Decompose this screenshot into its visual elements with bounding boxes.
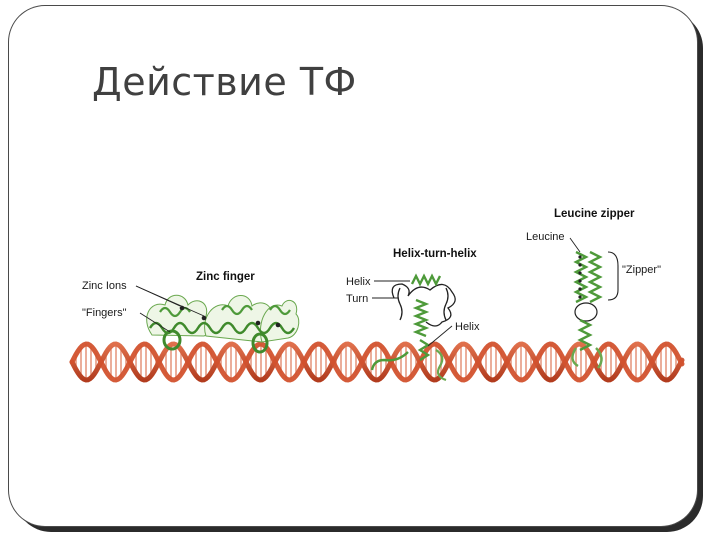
leucine-zipper-protein [571, 250, 619, 369]
hth-helix2-leader [427, 325, 453, 347]
zipper-label: "Zipper" [622, 264, 661, 276]
helix-turn-helix-protein [370, 273, 456, 382]
hth-title: Helix-turn-helix [393, 248, 477, 260]
hth-turn-label: Turn [346, 293, 368, 305]
dna-strand-a [69, 341, 685, 383]
zipper-dna-contact [571, 347, 603, 369]
hth-labels: Helix-turn-helix Helix Turn Helix [346, 248, 480, 347]
zinc-ions-leader [135, 285, 205, 317]
zinc-finger-domain-1 [146, 294, 213, 337]
dna-strand-b [69, 341, 685, 383]
zinc-ion [255, 320, 261, 326]
zinc-finger-protein [146, 294, 300, 354]
hth-helix-stem [412, 298, 430, 338]
fingers-leader [139, 312, 171, 333]
zinc-finger-title: Zinc finger [196, 271, 255, 283]
zipper-helix-right [587, 250, 603, 304]
hth-loops [397, 287, 449, 321]
hth-recognition-helix [370, 338, 431, 371]
zinc-ion [201, 315, 207, 321]
zipper-helix-left [573, 250, 589, 304]
slide-title: Действие ТФ [92, 60, 357, 104]
hth-helix-label: Helix [346, 276, 371, 288]
hth-helix2-label: Helix [455, 321, 480, 333]
zinc-ion [275, 322, 281, 328]
zipper-fork [574, 302, 598, 322]
zipper-stem [577, 318, 593, 352]
leucine-leader [569, 237, 581, 253]
hth-turn-loop [391, 283, 456, 327]
zinc-finger-coil-1 [162, 329, 182, 351]
zinc-finger-coil-2 [251, 332, 269, 354]
leucine-residues [578, 255, 582, 299]
hth-helix-top [410, 273, 442, 287]
leucine-zipper-labels: Leucine zipper Leucine "Zipper" [526, 208, 661, 276]
leucine-zipper-title: Leucine zipper [554, 208, 635, 220]
zipper-bracket [607, 251, 619, 301]
zinc-finger-labels: Zinc finger Zinc Ions "Fingers" [82, 271, 255, 333]
zinc-ions-label: Zinc Ions [82, 280, 127, 292]
fingers-label: "Fingers" [82, 307, 127, 319]
hth-tail [435, 349, 447, 382]
zinc-finger-chain [148, 321, 296, 335]
leucine-label: Leucine [526, 231, 565, 243]
